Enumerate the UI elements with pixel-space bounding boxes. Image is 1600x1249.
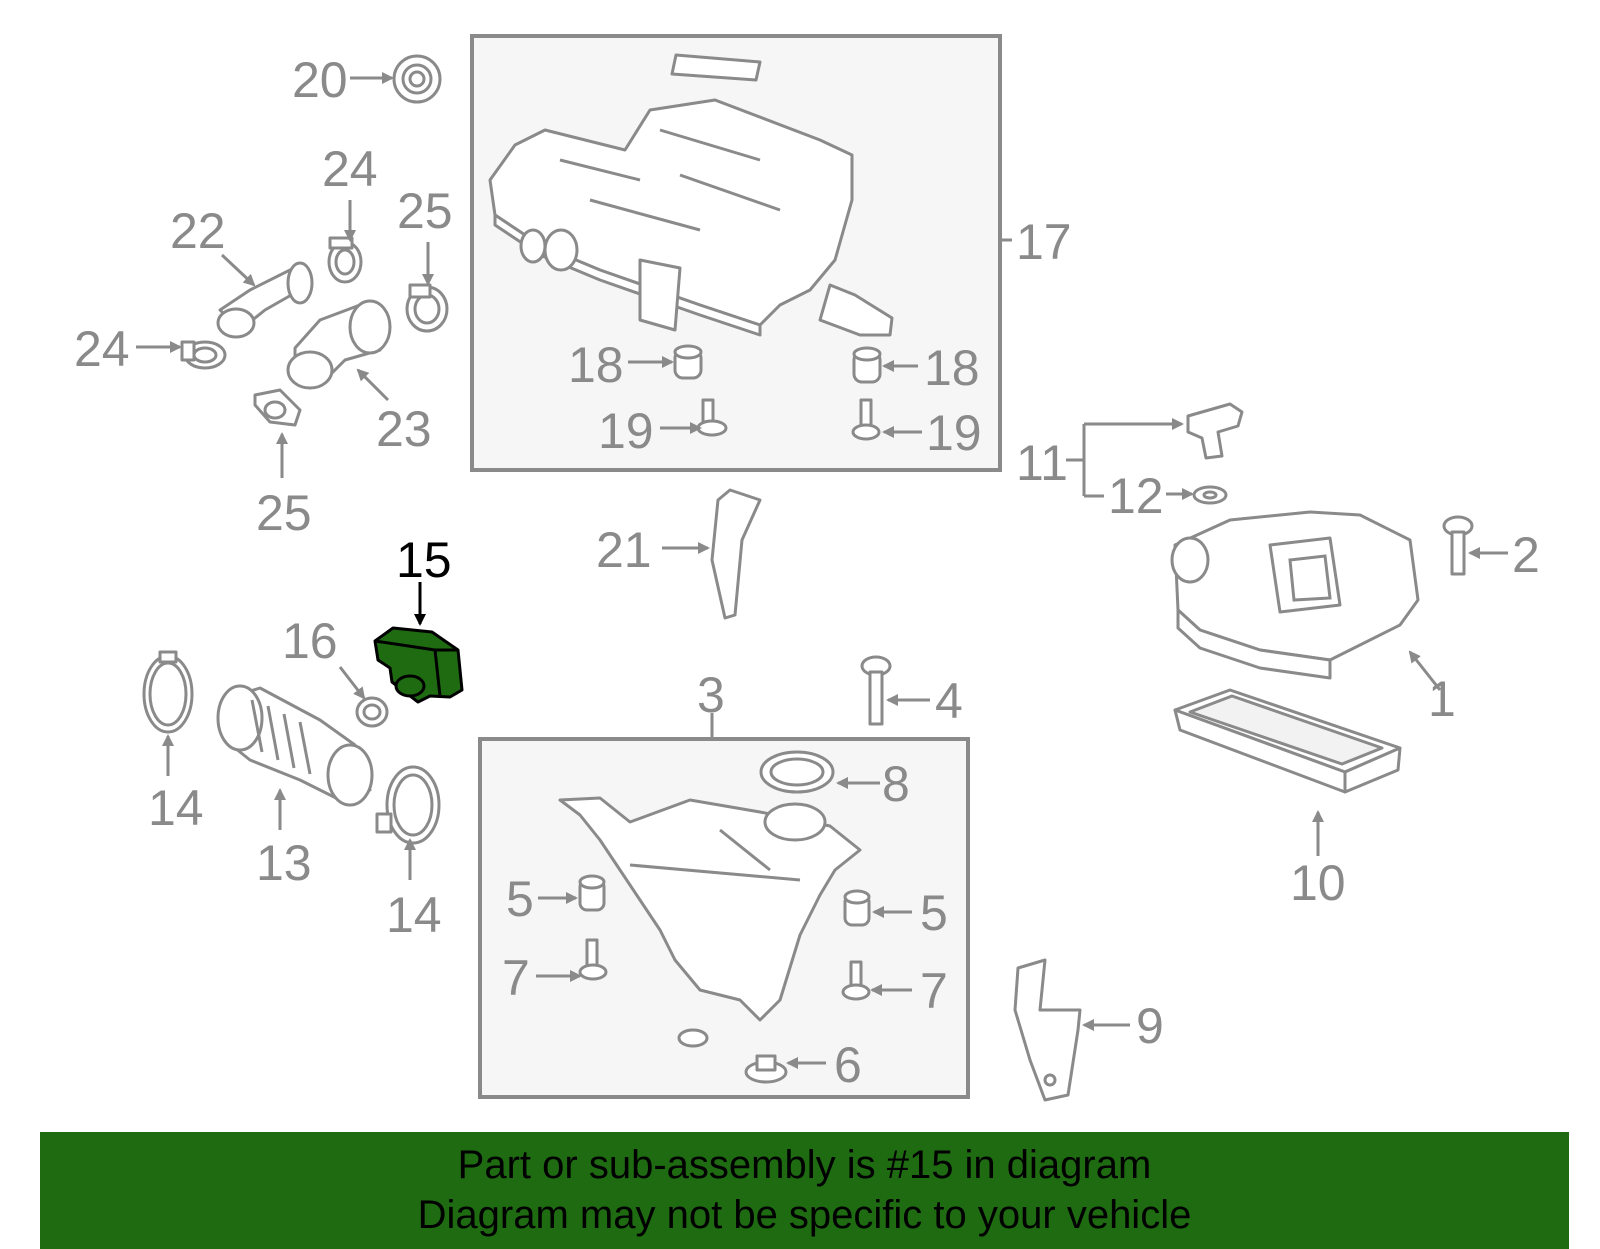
callout-14-right: 14 bbox=[386, 887, 442, 943]
callout-9: 9 bbox=[1136, 998, 1164, 1054]
callout-17: 17 bbox=[1016, 214, 1072, 270]
banner-line-1: Part or sub-assembly is #15 in diagram bbox=[457, 1143, 1152, 1187]
callout-2: 2 bbox=[1512, 527, 1540, 583]
callout-16: 16 bbox=[282, 613, 338, 669]
part-13-intake-tube[interactable] bbox=[216, 684, 374, 807]
callout-15-highlighted: 15 bbox=[396, 532, 452, 588]
callout-18-left: 18 bbox=[568, 337, 624, 393]
part-9-bracket[interactable] bbox=[1013, 958, 1082, 1102]
callout-8: 8 bbox=[882, 756, 910, 812]
callout-5-right: 5 bbox=[920, 885, 948, 941]
callout-23: 23 bbox=[376, 401, 432, 457]
info-banner: Part or sub-assembly is #15 in diagram D… bbox=[40, 1132, 1569, 1249]
part-21-bracket[interactable] bbox=[710, 488, 762, 620]
part-22-hose[interactable] bbox=[216, 261, 314, 339]
callout-1: 1 bbox=[1428, 671, 1456, 727]
callout-21: 21 bbox=[596, 522, 652, 578]
callout-3: 3 bbox=[697, 667, 725, 723]
callout-12: 12 bbox=[1108, 468, 1164, 524]
part-24-clamp-left[interactable] bbox=[180, 340, 227, 370]
callout-7-left: 7 bbox=[502, 950, 530, 1006]
callout-20: 20 bbox=[292, 52, 348, 108]
part-11-sensor[interactable] bbox=[1186, 402, 1244, 460]
part-7-bolt-right[interactable] bbox=[841, 960, 871, 1001]
part-17-upper-housing[interactable] bbox=[488, 53, 894, 337]
part-12-o-ring[interactable] bbox=[1192, 485, 1228, 505]
part-1-air-cleaner-case[interactable] bbox=[1170, 510, 1420, 680]
part-5-bushing-left[interactable] bbox=[578, 874, 606, 912]
part-14-clamp-right[interactable] bbox=[375, 765, 441, 845]
callout-6: 6 bbox=[834, 1037, 862, 1093]
callout-18-right: 18 bbox=[924, 340, 980, 396]
part-25-clamp-bottom[interactable] bbox=[253, 388, 302, 427]
part-19-bolt-right[interactable] bbox=[851, 398, 881, 441]
banner-line-2: Diagram may not be specific to your vehi… bbox=[417, 1193, 1192, 1237]
part-16-clamp[interactable] bbox=[355, 696, 389, 728]
callout-10: 10 bbox=[1290, 855, 1346, 911]
part-20-grommet[interactable] bbox=[392, 54, 442, 104]
part-23-hose[interactable] bbox=[286, 299, 392, 390]
callout-24-left: 24 bbox=[74, 321, 130, 377]
callout-19-left: 19 bbox=[598, 403, 654, 459]
callout-24-top: 24 bbox=[322, 141, 378, 197]
part-25-clamp-right[interactable] bbox=[405, 283, 449, 333]
callout-13: 13 bbox=[256, 835, 312, 891]
part-4-bolt[interactable] bbox=[860, 655, 892, 726]
part-8-seal[interactable] bbox=[759, 750, 835, 794]
callout-4: 4 bbox=[935, 673, 963, 729]
callout-11: 11 bbox=[1016, 435, 1068, 491]
callout-22: 22 bbox=[170, 203, 226, 259]
callout-5-left: 5 bbox=[506, 871, 534, 927]
part-14-clamp-left[interactable] bbox=[142, 650, 194, 734]
callout-7-right: 7 bbox=[920, 963, 948, 1019]
part-18-bushing-right[interactable] bbox=[852, 346, 882, 384]
callout-19-right: 19 bbox=[926, 405, 982, 461]
part-15-highlighted[interactable] bbox=[373, 626, 464, 704]
part-3-lower-housing[interactable] bbox=[558, 796, 862, 1022]
callout-25-bottom: 25 bbox=[256, 485, 312, 541]
callout-25-right: 25 bbox=[397, 183, 453, 239]
callout-14-left: 14 bbox=[148, 780, 204, 836]
part-5-bushing-right[interactable] bbox=[843, 889, 871, 927]
part-24-clamp-top[interactable] bbox=[327, 236, 363, 284]
part-6-grommet[interactable] bbox=[677, 1028, 788, 1084]
part-10-air-filter[interactable] bbox=[1173, 688, 1402, 794]
part-18-bushing-left[interactable] bbox=[673, 344, 703, 380]
parts-diagram: 20 24 22 25 24 23 25 17 18 18 19 19 11 1… bbox=[74, 34, 1540, 1102]
part-2-bolt[interactable] bbox=[1442, 515, 1474, 576]
